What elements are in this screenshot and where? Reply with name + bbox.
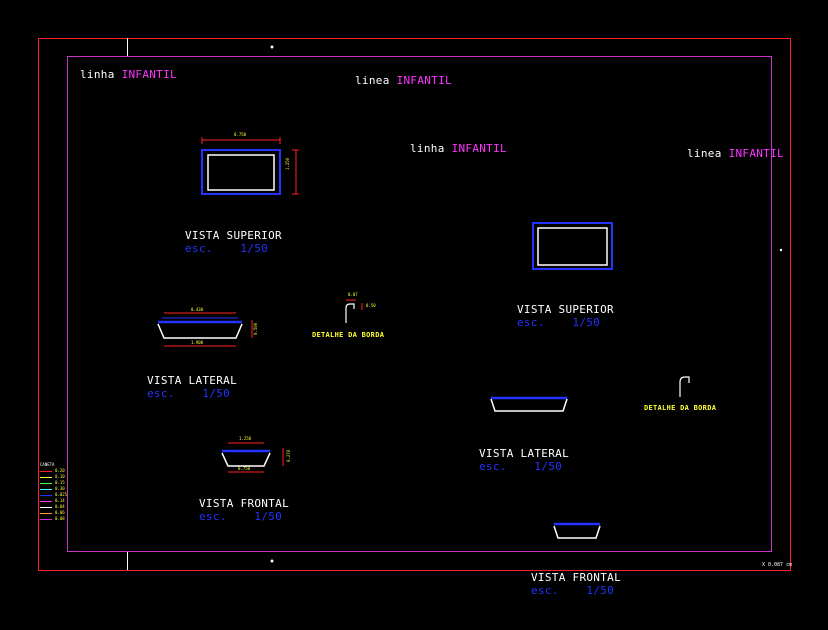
legend-swatch: [40, 495, 52, 496]
legend-row: 0.04: [40, 504, 70, 510]
left-front-view: [221, 442, 284, 473]
dim-detail-w: 0.07: [348, 292, 358, 297]
right-top-view: [532, 222, 613, 270]
dim-sup-width: 0.750: [234, 132, 247, 137]
legend-title: CANETA: [40, 462, 55, 467]
legend-row: 0.10: [40, 474, 70, 480]
left-frontal-title: VISTA FRONTAL: [199, 497, 289, 510]
left-superior-scale: esc. 1/50: [185, 242, 269, 255]
right-frontal-scale: esc. 1/50: [531, 584, 615, 597]
legend-row: 0.025: [40, 492, 70, 498]
left-frontal-scale: esc. 1/50: [199, 510, 283, 523]
dim-lat-top: 0.430: [191, 307, 204, 312]
frame-marker-right: [779, 248, 783, 252]
left-lateral-title: VISTA LATERAL: [147, 374, 237, 387]
legend-swatch: [40, 519, 52, 520]
right-detail-hook: [679, 376, 690, 397]
legend-swatch: [40, 513, 52, 514]
legend-row: 0.08: [40, 516, 70, 522]
left-detail-label: DETALHE DA BORDA: [312, 331, 385, 339]
legend-row: 0.06: [40, 510, 70, 516]
left-superior-title: VISTA SUPERIOR: [185, 229, 282, 242]
left-side-view: [157, 312, 253, 347]
legend-row: 0.20: [40, 468, 70, 474]
line-prefix: linha: [410, 142, 445, 155]
line-name: INFANTIL: [396, 74, 452, 87]
legend-swatch: [40, 483, 52, 484]
dim-detail-h: 0.50: [366, 303, 376, 308]
right-detail-label: DETALHE DA BORDA: [644, 404, 717, 412]
legend-swatch: [40, 477, 52, 478]
line-label-1: linha INFANTIL: [80, 69, 177, 80]
legend-row: 0.15: [40, 480, 70, 486]
right-front-view: [553, 522, 601, 539]
line-name: INFANTIL: [451, 142, 507, 155]
frame-marker-bottom: [270, 559, 274, 563]
right-superior-scale: esc. 1/50: [517, 316, 601, 329]
legend-swatch: [40, 471, 52, 472]
line-name: INFANTIL: [121, 68, 177, 81]
right-superior-title: VISTA SUPERIOR: [517, 303, 614, 316]
dim-sup-height: 1.250: [285, 157, 290, 170]
legend-row: 0.14: [40, 498, 70, 504]
line-name: INFANTIL: [728, 147, 784, 160]
dim-front-height: 0.270: [286, 449, 291, 462]
right-lateral-title: VISTA LATERAL: [479, 447, 569, 460]
dim-lat-bottom: 1.900: [191, 340, 204, 345]
dim-front-top: 1.250: [239, 436, 252, 441]
right-frontal-title: VISTA FRONTAL: [531, 571, 621, 584]
line-prefix: linea: [355, 74, 390, 87]
line-label-2: linea INFANTIL: [355, 75, 452, 86]
dim-front-bottom: 0.750: [238, 466, 251, 471]
line-prefix: linea: [687, 147, 722, 160]
right-side-view: [490, 396, 568, 412]
line-prefix: linha: [80, 68, 115, 81]
left-top-view: [201, 137, 299, 195]
legend-swatch: [40, 507, 52, 508]
frame-marker-top: [270, 45, 274, 49]
line-label-4: linea INFANTIL: [687, 148, 784, 159]
left-lateral-scale: esc. 1/50: [147, 387, 231, 400]
coord-readout: X 0.087 cm: [762, 562, 793, 568]
dim-lat-height: 0.500: [253, 322, 258, 335]
outer-frame: [38, 38, 791, 571]
legend-swatch: [40, 501, 52, 502]
left-detail-hook: [345, 299, 363, 323]
legend-row: 0.30: [40, 486, 70, 492]
inner-frame: [67, 56, 772, 552]
line-label-3: linha INFANTIL: [410, 143, 507, 154]
right-lateral-scale: esc. 1/50: [479, 460, 563, 473]
legend-swatch: [40, 489, 52, 490]
